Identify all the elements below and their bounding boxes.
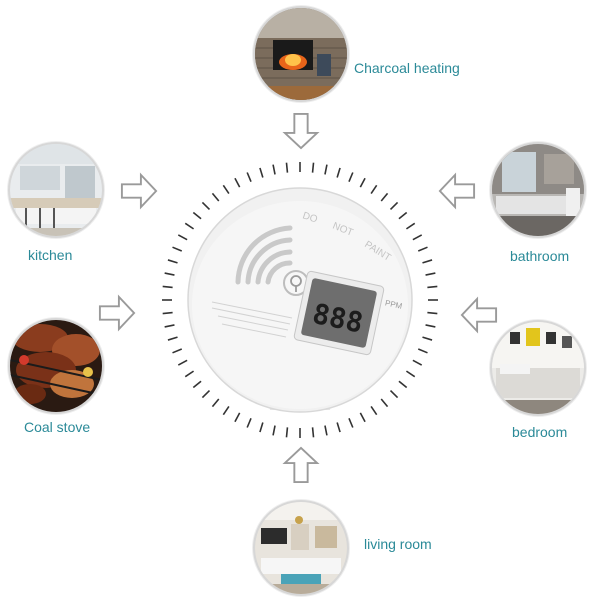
ring-tick [348, 172, 354, 183]
label-charcoal-heating: Charcoal heating [354, 60, 460, 76]
fireplace-photo [253, 6, 349, 102]
label-kitchen: kitchen [28, 247, 73, 263]
ring-tick [324, 425, 328, 436]
ring-tick [172, 348, 183, 354]
ring-tick [246, 417, 252, 428]
ring-tick [164, 324, 175, 328]
kitchen-photo [8, 142, 104, 238]
ring-tick [427, 285, 438, 289]
ring-tick [211, 398, 220, 408]
embossed-do: DO [301, 210, 319, 225]
ring-tick [359, 412, 366, 423]
arrow-left-icon [460, 296, 498, 334]
ring-tick [234, 177, 241, 188]
dashed-ring [162, 162, 438, 438]
ring-tick [167, 336, 178, 341]
ring-tick [184, 370, 195, 378]
ring-tick [162, 311, 173, 315]
ring-tick [389, 201, 399, 211]
ring-tick [272, 164, 276, 175]
ring-tick [417, 348, 428, 354]
ring-tick [336, 167, 341, 178]
ring-tick [425, 272, 436, 276]
ring-tick [380, 398, 389, 408]
ring-tick [311, 427, 315, 438]
ring-tick [405, 222, 416, 230]
bedroom-photo [490, 320, 586, 416]
ring-tick [389, 389, 399, 399]
ring-tick [398, 211, 408, 220]
arrow-right-icon [120, 172, 158, 210]
ring-tick [348, 417, 354, 428]
ring-tick [162, 285, 173, 289]
ring-tick [184, 222, 195, 230]
ring-tick [211, 192, 220, 202]
ring-tick [422, 336, 433, 341]
ring-tick [425, 324, 436, 328]
ring-tick [336, 422, 341, 433]
ring-tick [234, 412, 241, 423]
ring-tick [272, 425, 276, 436]
ring-tick [177, 234, 188, 241]
ring-tick [259, 167, 264, 178]
ring-tick [398, 380, 408, 389]
ring-tick [246, 172, 252, 183]
ring-tick [172, 246, 183, 252]
ring-tick [167, 259, 178, 264]
ring-tick [422, 259, 433, 264]
ring-tick [285, 162, 289, 173]
ring-tick [259, 422, 264, 433]
ring-tick [405, 370, 416, 378]
ring-tick [370, 184, 378, 195]
speaker-grille [235, 225, 293, 285]
bathroom-photo [490, 142, 586, 238]
ring-tick [370, 405, 378, 416]
ring-tick [412, 359, 423, 366]
label-coal-stove: Coal stove [24, 419, 91, 435]
arrow-up-icon [282, 446, 320, 484]
ring-tick [359, 177, 366, 188]
ring-tick [427, 311, 438, 315]
arrow-down-icon [282, 112, 320, 150]
grill-photo [8, 318, 104, 414]
label-bedroom: bedroom [512, 424, 568, 440]
ring-tick [412, 234, 423, 241]
ring-tick [417, 246, 428, 252]
ring-tick [285, 427, 289, 438]
lcd-unit: PPM [384, 298, 403, 310]
ring-tick [177, 359, 188, 366]
ring-tick [311, 162, 315, 173]
ring-tick [222, 405, 230, 416]
label-living-room: living room [364, 536, 432, 552]
arrow-right-icon [98, 294, 136, 332]
ring-tick [201, 389, 211, 399]
arrow-left-icon [438, 172, 476, 210]
living-room-photo [253, 500, 349, 596]
ring-tick [222, 184, 230, 195]
ring-tick [192, 211, 202, 220]
lcd-screen [301, 278, 377, 348]
ring-tick [324, 164, 328, 175]
ring-tick [201, 201, 211, 211]
ring-tick [164, 272, 175, 276]
ring-tick [192, 380, 202, 389]
ring-tick [380, 192, 389, 202]
label-bathroom: bathroom [510, 248, 570, 264]
